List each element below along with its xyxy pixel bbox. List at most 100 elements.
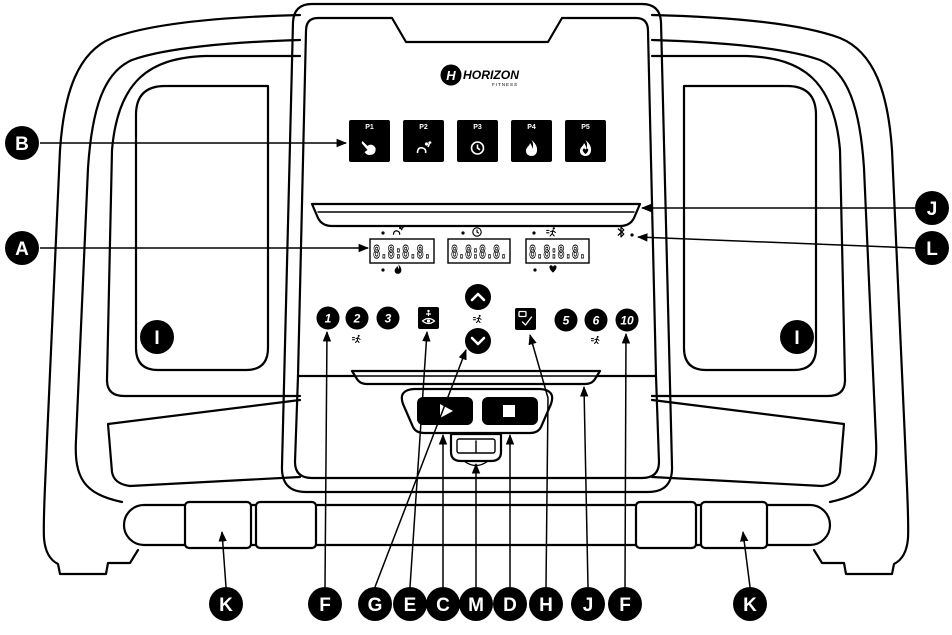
leader-line-h — [528, 333, 549, 588]
speed-preset-button-6: 6 — [584, 308, 608, 332]
lower-tray-edge — [106, 398, 302, 488]
safety-key — [449, 432, 503, 467]
callout-g: G — [358, 587, 392, 621]
mode-button — [418, 307, 439, 329]
led-display-frame — [525, 238, 590, 264]
leader-line-l — [636, 233, 916, 249]
program-label: P4 — [527, 124, 536, 131]
grip-left-outer — [183, 500, 253, 550]
hill-icon — [392, 225, 405, 235]
callout-f-right: F — [608, 587, 642, 621]
flame-icon — [525, 140, 538, 156]
svg-text:J: J — [583, 595, 594, 616]
program-button-body — [403, 120, 444, 162]
hill-icon — [416, 140, 432, 154]
callout-d: D — [493, 587, 527, 621]
led-display-frame — [369, 238, 435, 264]
lower-slot-outline — [350, 369, 602, 386]
program-button-body — [565, 120, 606, 162]
svg-text:D: D — [503, 595, 517, 616]
mode-icon — [421, 309, 436, 325]
callout-c: C — [426, 587, 460, 621]
program-button-body — [511, 120, 552, 162]
heart-flame-icon — [579, 140, 592, 156]
callout-k-left: K — [209, 587, 243, 621]
lower-device-slot — [350, 369, 602, 386]
display-3-top-dot — [532, 231, 536, 235]
brand-logo-mark — [440, 64, 462, 86]
console: H HORIZON FITNESS P1 P2 P3 — [280, 2, 674, 494]
speed-preset-label: 6 — [593, 314, 600, 328]
leader-line-g — [374, 349, 467, 588]
leader-line-k-left — [218, 530, 227, 588]
start-stop-housing — [400, 387, 554, 435]
svg-text:J: J — [927, 199, 938, 220]
chevron-up-icon — [470, 292, 486, 302]
program-button-p5: P5 — [565, 120, 606, 162]
svg-text:K: K — [219, 595, 233, 616]
program-label: P5 — [581, 124, 590, 131]
speed-preset-button-3: 3 — [376, 306, 400, 330]
heart-icon — [549, 265, 557, 273]
program-button-body — [457, 120, 498, 162]
svg-text:E: E — [404, 595, 417, 616]
led-display-2: 8.8:8.8. — [447, 238, 511, 264]
display-1-top-dot — [381, 231, 385, 235]
callouts: B A J L I I K F G E C M D H J F K — [5, 126, 949, 621]
grip-left-inner — [254, 500, 318, 550]
speed-preset-label: 2 — [353, 312, 361, 326]
callout-a: A — [5, 231, 39, 265]
svg-text:G: G — [368, 595, 383, 616]
confirm-icon — [518, 310, 533, 326]
handlebar — [122, 500, 832, 550]
console-screen-bezel — [296, 16, 658, 378]
program-button-p4: P4 — [511, 120, 552, 162]
svg-text:C: C — [436, 595, 450, 616]
speed-preset-label: 5 — [563, 314, 570, 328]
bluetooth-indicator-dot — [630, 233, 634, 237]
frame-arm-outer-edge — [42, 13, 302, 576]
leader-lines — [40, 138, 916, 588]
led-display-1: 8.8:8.8. — [369, 238, 435, 264]
speed-preset-label: 1 — [325, 312, 332, 326]
svg-text:I: I — [154, 328, 159, 349]
leader-line-f-right — [621, 332, 631, 588]
callout-m: M — [459, 587, 493, 621]
speed-icon — [590, 335, 600, 344]
program-button-p3: P3 — [457, 120, 498, 162]
stop-button — [482, 397, 538, 425]
program-label: P2 — [419, 124, 428, 131]
speed-down-button — [465, 328, 491, 354]
clock-icon — [470, 141, 485, 155]
callout-b: B — [5, 126, 39, 160]
svg-text:L: L — [926, 239, 938, 260]
svg-text:I: I — [794, 328, 799, 349]
callout-k-right: K — [733, 587, 767, 621]
bluetooth-icon — [617, 226, 625, 238]
grip-right-outer — [699, 500, 769, 550]
svg-text:B: B — [15, 134, 29, 155]
callout-h: H — [529, 587, 563, 621]
callout-e: E — [393, 587, 427, 621]
svg-text:H: H — [539, 595, 553, 616]
program-label: P3 — [473, 124, 482, 131]
speed-preset-button-10: 10 — [615, 308, 639, 332]
led-display-value: 8.8:8.8. — [373, 242, 431, 263]
svg-text:F: F — [619, 595, 631, 616]
svg-text:F: F — [319, 595, 331, 616]
svg-text:A: A — [15, 239, 29, 260]
console-lower-bezel — [293, 374, 661, 480]
program-label: P1 — [365, 124, 374, 131]
stop-icon — [503, 405, 515, 417]
console-housing — [280, 2, 674, 494]
callout-j-bottom: J — [571, 587, 605, 621]
chevron-down-icon — [470, 336, 486, 346]
program-button-body — [349, 120, 390, 162]
led-display-value: 8.8:8.8. — [451, 242, 507, 263]
led-display-3: 8.8:8.8. — [525, 238, 590, 264]
brand-name: HORIZON — [463, 70, 520, 82]
speed-preset-button-2: 2 — [345, 306, 369, 330]
side-panel-outline — [105, 54, 302, 398]
speed-up-button — [465, 284, 491, 310]
